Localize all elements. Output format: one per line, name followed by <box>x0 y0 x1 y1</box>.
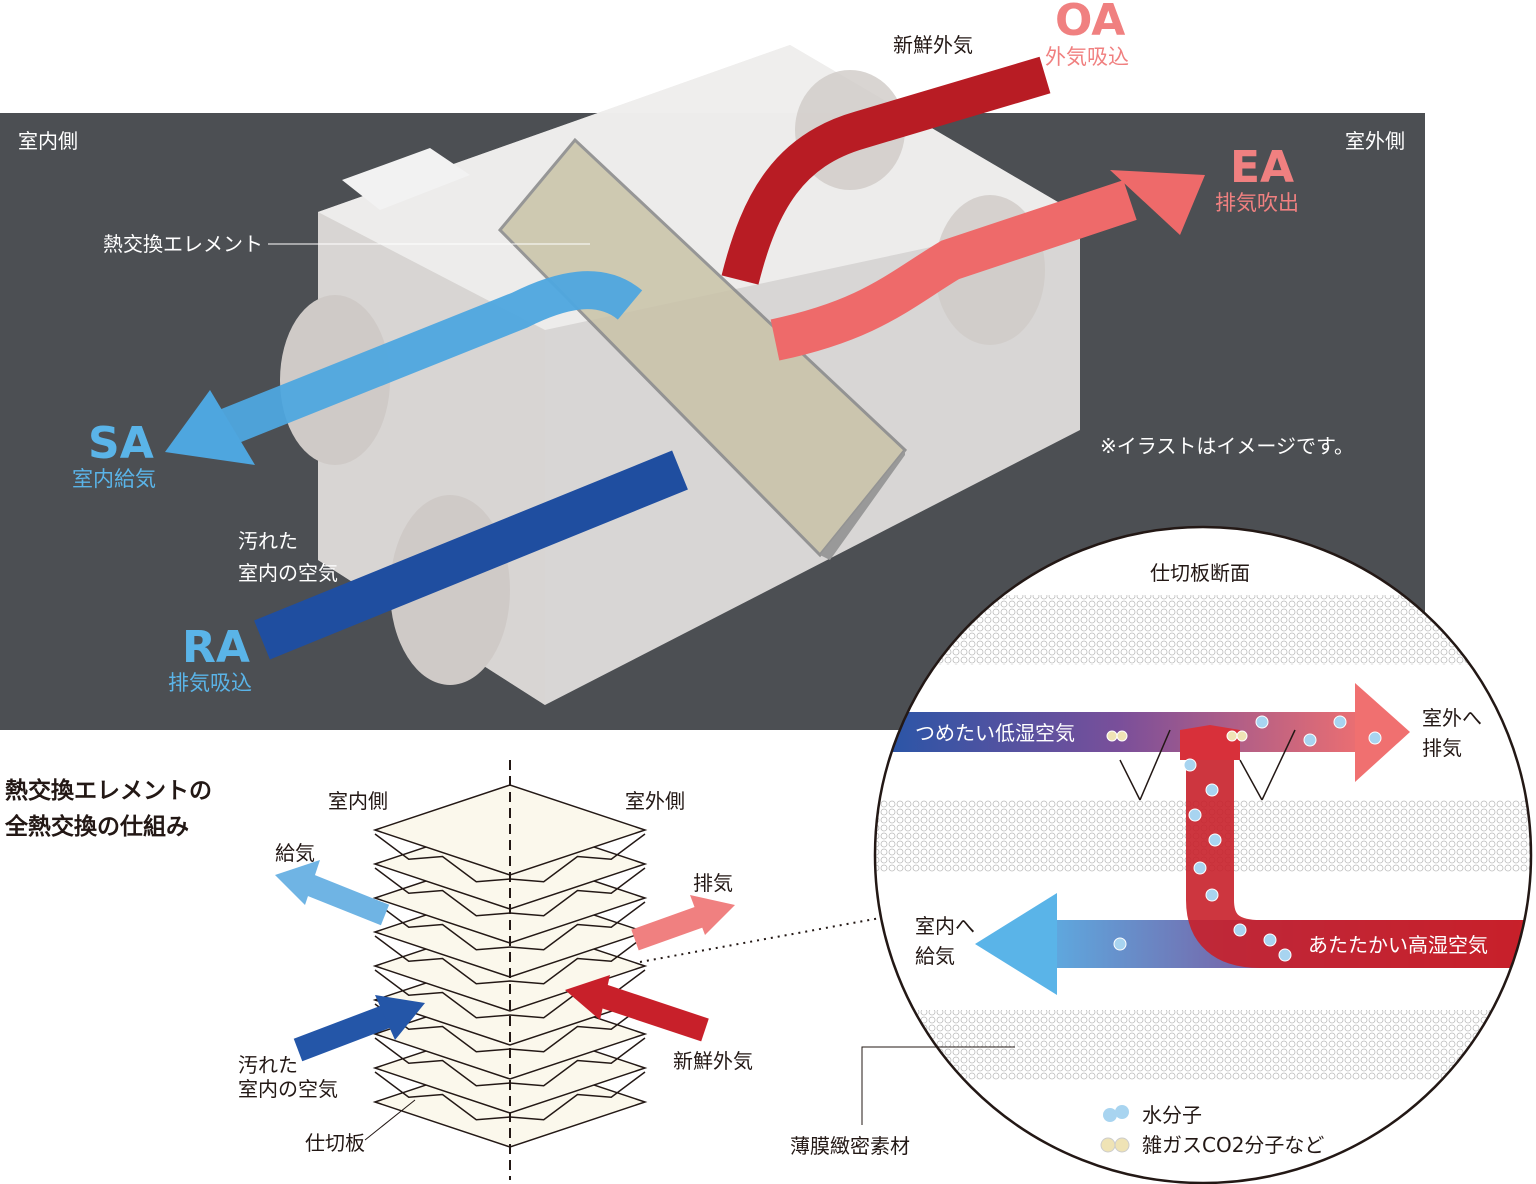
to-indoor-1: 室内へ <box>915 914 975 938</box>
exhaust-arrow <box>631 895 735 951</box>
oa-arrow <box>721 56 1051 285</box>
dirty-air-arrow <box>293 995 425 1062</box>
outdoor-side-label: 室外側 <box>1345 129 1405 153</box>
mech-dirty-2: 室内の空気 <box>238 1077 338 1101</box>
ra-desc-1: 汚れた <box>238 529 298 553</box>
ra-desc-2: 室内の空気 <box>238 561 338 585</box>
illustration-note: ※イラストはイメージです。 <box>1100 434 1354 458</box>
fresh-air-arrow <box>565 975 709 1042</box>
gas-molecule-icon <box>1100 1137 1130 1153</box>
mech-outdoor-side: 室外側 <box>625 789 685 813</box>
mech-dirty-1: 汚れた <box>238 1053 298 1077</box>
membrane-leader <box>861 1046 1015 1125</box>
legend-water: 水分子 <box>1142 1103 1202 1127</box>
mech-exhaust: 排気 <box>693 871 733 895</box>
element-stack <box>372 784 648 1148</box>
sa-arrow <box>165 271 643 465</box>
ea-arrow <box>770 170 1205 361</box>
legend-gas: 雑ガスCO2分子など <box>1142 1133 1324 1157</box>
ra-arrow <box>254 450 688 660</box>
supply-arrow <box>275 860 390 926</box>
cross-section-circle <box>873 525 1533 1184</box>
cross-section-title: 仕切板断面 <box>1150 561 1250 585</box>
indoor-side-label: 室内側 <box>18 129 78 153</box>
mechanism-title-2: 全熱交換の仕組み <box>4 813 189 840</box>
ea-code: EA <box>1230 142 1294 193</box>
mech-partition: 仕切板 <box>305 1131 365 1155</box>
to-outdoor-1: 室外へ <box>1422 706 1482 730</box>
to-indoor-2: 給気 <box>915 944 955 968</box>
oa-code: OA <box>1055 0 1125 46</box>
ra-label: 排気吸込 <box>168 671 252 695</box>
ra-code: RA <box>182 622 250 673</box>
sa-label: 室内給気 <box>72 467 156 491</box>
cold-air-label: つめたい低湿空気 <box>915 721 1075 745</box>
mech-supply: 給気 <box>275 841 315 865</box>
mech-indoor-side: 室内側 <box>328 789 388 813</box>
warm-air-label: あたたかい高湿空気 <box>1308 933 1488 957</box>
mech-fresh: 新鮮外気 <box>673 1049 753 1073</box>
sa-code: SA <box>88 418 154 469</box>
zoom-dotted-line <box>639 917 881 963</box>
element-label: 熱交換エレメント <box>103 232 263 256</box>
corrugated-layer <box>374 901 646 951</box>
mechanism-title-1: 熱交換エレメントの <box>5 777 212 804</box>
membrane-label: 薄膜緻密素材 <box>790 1134 910 1158</box>
oa-label: 外気吸込 <box>1045 45 1129 69</box>
ea-label: 排気吹出 <box>1215 191 1299 215</box>
to-outdoor-2: 排気 <box>1422 736 1462 760</box>
oa-desc: 新鮮外気 <box>893 33 973 57</box>
partition-leader <box>364 1099 416 1141</box>
corrugated-layer <box>374 935 646 985</box>
water-molecule-icon <box>1103 1105 1129 1122</box>
